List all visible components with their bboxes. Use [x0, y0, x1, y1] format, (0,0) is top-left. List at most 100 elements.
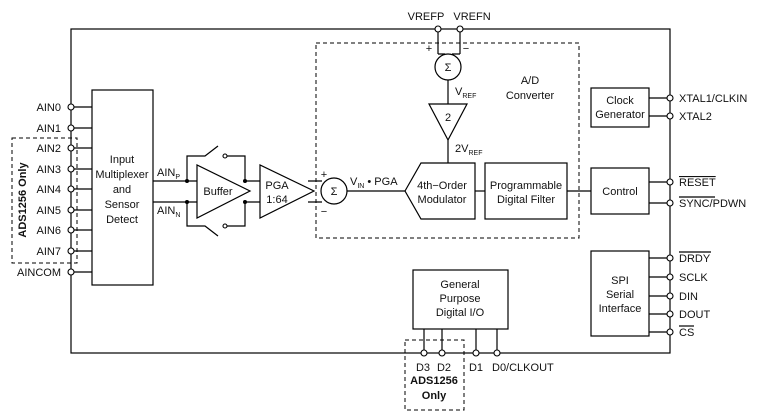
pin-dout — [666, 310, 674, 318]
pin-label-d3: D3 — [416, 362, 430, 374]
left-ads1256-region — [11, 137, 78, 264]
control-label: Control — [602, 186, 637, 198]
pin-xtal2 — [666, 112, 674, 120]
vref-wires — [437, 32, 461, 55]
clock-pin-wires — [649, 97, 667, 117]
bypass-switch-bottom-contact — [222, 223, 228, 229]
pin-d3 — [420, 349, 428, 357]
pin-label-ain4: AIN4 — [37, 184, 61, 196]
spi-block — [590, 250, 650, 337]
pin-label-ain7: AIN7 — [37, 246, 61, 258]
gpio-block — [412, 269, 509, 330]
pin-label-aincom: AINCOM — [17, 267, 61, 279]
control-pin-wires — [649, 181, 667, 204]
clock-generator-line-1: Clock — [606, 95, 634, 107]
digital-filter-line-1: Programmable — [490, 180, 562, 192]
pga-triangle — [259, 164, 316, 219]
right-pins: XTAL1/CLKIN XTAL2 RESET SYNC/PDWN DRDY S… — [666, 93, 747, 339]
pin-label-dout: DOUT — [679, 309, 710, 321]
pin-sclk — [666, 273, 674, 281]
pin-label-reset: RESET — [679, 177, 716, 189]
pin-label-xtal2: XTAL2 — [679, 111, 712, 123]
buffer-bypass-bottom — [186, 202, 246, 237]
ad-converter-label: A/D — [521, 75, 539, 87]
ain-n-label: AINN — [157, 205, 180, 219]
vref-plus-sign: + — [426, 43, 432, 55]
digital-filter-block — [484, 162, 568, 220]
sum-plus-sign: + — [321, 169, 327, 181]
left-pins: AIN0 AIN1 AIN2 AIN3 AIN4 AIN5 AIN6 AIN7 … — [17, 102, 92, 279]
buffer-label: Buffer — [203, 186, 232, 198]
input-mux-line-5: Detect — [106, 214, 138, 226]
vrefp-pin — [434, 25, 442, 33]
pin-label-sync: SYNC/PDWN — [679, 198, 746, 210]
pin-label-d0-clkout: D0/CLKOUT — [492, 362, 554, 374]
pin-ain0 — [67, 103, 75, 111]
control-block — [590, 167, 650, 215]
pin-label-drdy: DRDY — [679, 253, 711, 265]
pga-to-sum-wires — [308, 180, 322, 203]
pin-aincom — [67, 268, 75, 276]
pin-ain7 — [67, 247, 75, 255]
bottom-ads1256-region — [404, 339, 465, 411]
gpio-line-3: Digital I/O — [436, 307, 485, 319]
2vref-label: 2VREF — [455, 143, 482, 157]
pin-ain3 — [67, 165, 75, 173]
pin-label-ain1: AIN1 — [37, 123, 61, 135]
pin-ain6 — [67, 226, 75, 234]
vin-pga-label: VIN • PGA — [350, 176, 398, 190]
pin-ain4 — [67, 185, 75, 193]
pin-d0-clkout — [493, 349, 501, 357]
bypass-switch-top-contact — [222, 153, 228, 159]
vrefn-pin — [456, 25, 464, 33]
modulator-line-1: 4th−Order — [417, 180, 467, 192]
pin-ain2 — [67, 144, 75, 152]
spi-line-1: SPI — [611, 275, 629, 287]
vref-sigma-icon: Σ — [445, 62, 452, 74]
input-mux-line-3: and — [113, 184, 131, 196]
ad-converter-label-2: Converter — [506, 90, 555, 102]
clock-generator-line-2: Generator — [595, 109, 645, 121]
pin-label-ain0: AIN0 — [37, 102, 61, 114]
pin-reset — [666, 178, 674, 186]
pin-label-d2: D2 — [437, 362, 451, 374]
pin-din — [666, 292, 674, 300]
input-mux-line-4: Sensor — [105, 199, 140, 211]
vrefn-label: VREFN — [453, 11, 490, 23]
pin-label-ain3: AIN3 — [37, 164, 61, 176]
sum-minus-sign: − — [321, 206, 327, 218]
pin-cs — [666, 328, 674, 336]
spi-line-2: Serial — [606, 289, 634, 301]
input-multiplexer-block — [91, 89, 154, 286]
pin-label-cs: CS — [679, 327, 694, 339]
pin-label-ain6: AIN6 — [37, 225, 61, 237]
digital-filter-line-2: Digital Filter — [497, 194, 555, 206]
pin-drdy — [666, 254, 674, 262]
clock-generator-block — [590, 87, 650, 128]
buffer-triangle — [196, 164, 252, 219]
gpio-pin-wires — [423, 329, 498, 350]
gain2-label: 2 — [445, 112, 451, 124]
spi-pin-wires — [649, 257, 667, 333]
pin-label-xtal1: XTAL1/CLKIN — [679, 93, 747, 105]
pga-gain-label: 1:64 — [266, 194, 287, 206]
pin-label-ain2: AIN2 — [37, 143, 61, 155]
gain2-triangle — [428, 103, 468, 142]
pga-label: PGA — [265, 180, 289, 192]
pin-d1 — [472, 349, 480, 357]
pin-label-sclk: SCLK — [679, 272, 708, 284]
gpio-line-2: Purpose — [440, 293, 481, 305]
node-dot — [185, 200, 189, 204]
buffer-to-pga-wires — [245, 180, 260, 203]
bottom-ads1256-label: ADS1256 — [410, 375, 458, 387]
left-pin-wires — [74, 106, 92, 273]
vrefp-label: VREFP — [408, 11, 445, 23]
pin-xtal1 — [666, 94, 674, 102]
ad-converter-region — [315, 42, 580, 239]
input-mux-line-2: Multiplexer — [95, 169, 149, 181]
bottom-ads1256-label-2: Only — [422, 390, 447, 402]
gpio-line-1: General — [440, 279, 479, 291]
pin-ain5 — [67, 206, 75, 214]
pin-ain1 — [67, 124, 75, 132]
